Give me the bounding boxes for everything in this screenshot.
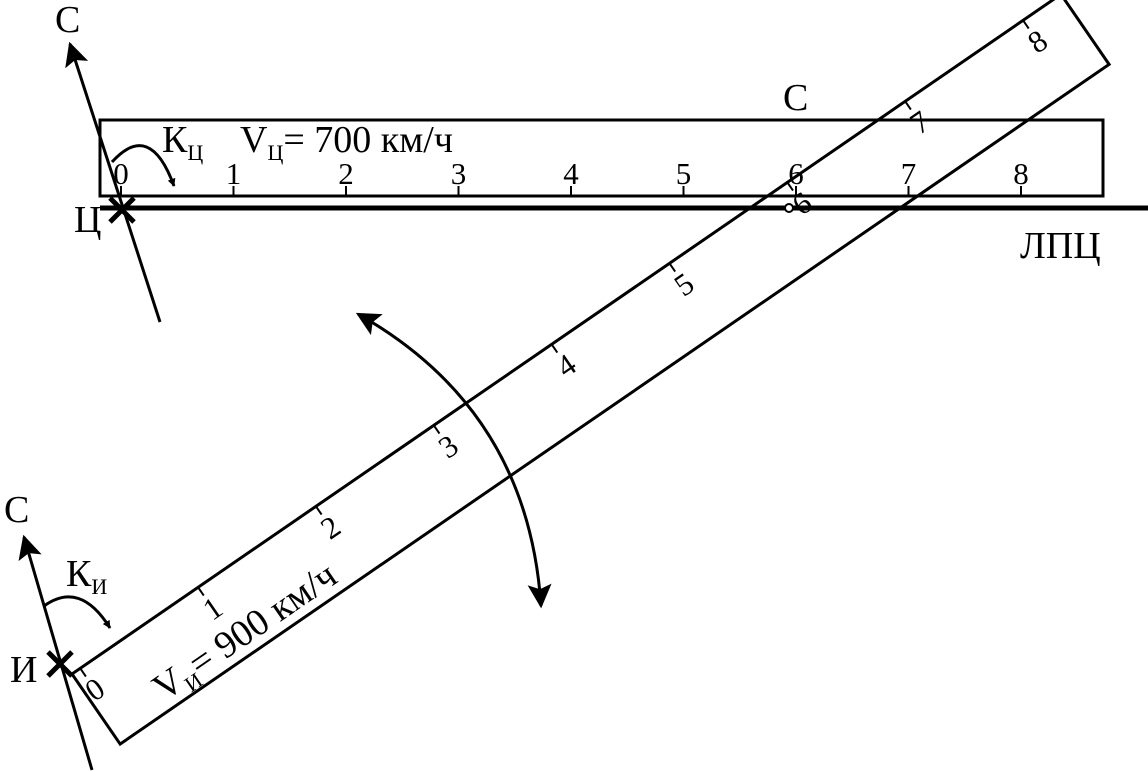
- interceptor-tick-label-7: 7: [903, 104, 936, 142]
- interceptor-point-marker: [46, 650, 74, 678]
- interceptor-speed-label: VИ= 900 км/ч: [145, 554, 347, 713]
- target-point-label: Ц: [74, 199, 101, 241]
- interceptor-tick-2: [315, 505, 323, 516]
- target-path-label: ЛПЦ: [1020, 225, 1101, 267]
- target-speed-label: VЦ= 700 км/ч: [240, 119, 453, 165]
- interceptor-tick-label-8: 8: [1021, 23, 1054, 61]
- interceptor-tick-0: [79, 667, 87, 678]
- target-ruler-north-label: С: [783, 77, 808, 119]
- interceptor-point-label: И: [10, 649, 37, 691]
- interceptor-tick-label-4: 4: [550, 346, 583, 384]
- target-tick-label-5: 5: [676, 156, 692, 191]
- target-course-label: КЦ: [162, 119, 203, 165]
- interceptor-ruler-group: 0 1 2 3 4 5 6 7 8 VИ= 900 км/ч: [69, 0, 1112, 747]
- target-ruler: [98, 118, 1105, 198]
- target-course-arc: [110, 144, 176, 187]
- interceptor-north-arrow: [18, 534, 94, 771]
- target-ruler-ticks: 0 1 2 3 4 5 6 7 8: [113, 156, 1029, 196]
- interceptor-tick-7: [904, 100, 912, 111]
- target-tick-label-2: 2: [338, 156, 354, 191]
- interceptor-tick-6: [786, 181, 794, 192]
- interceptor-tick-label-3: 3: [432, 428, 465, 466]
- interceptor-tick-label-2: 2: [314, 509, 347, 547]
- target-point-marker: [108, 196, 136, 224]
- interceptor-ruler: [69, 0, 1112, 747]
- rotation-arc-arrow: [355, 312, 552, 609]
- interceptor-tick-8: [1022, 19, 1030, 30]
- interceptor-tick-1: [197, 586, 205, 597]
- target-tick-label-7: 7: [901, 156, 917, 191]
- interceptor-tick-label-5: 5: [668, 266, 701, 304]
- target-north-label: С: [55, 0, 80, 41]
- target-tick-label-8: 8: [1013, 156, 1029, 191]
- target-tick-label-4: 4: [563, 156, 579, 191]
- interceptor-course-label: КИ: [66, 553, 107, 599]
- target-north-arrow: [65, 41, 162, 323]
- pivot-point: [784, 203, 794, 213]
- interceptor-tick-5: [668, 262, 676, 273]
- target-tick-label-3: 3: [451, 156, 467, 191]
- target-tick-label-6: 6: [788, 156, 804, 191]
- interceptor-north-label: С: [4, 489, 29, 531]
- interceptor-course-arc: [43, 595, 112, 629]
- interceptor-tick-4: [550, 343, 559, 354]
- target-tick-label-0: 0: [113, 156, 129, 191]
- target-tick-label-1: 1: [226, 156, 242, 191]
